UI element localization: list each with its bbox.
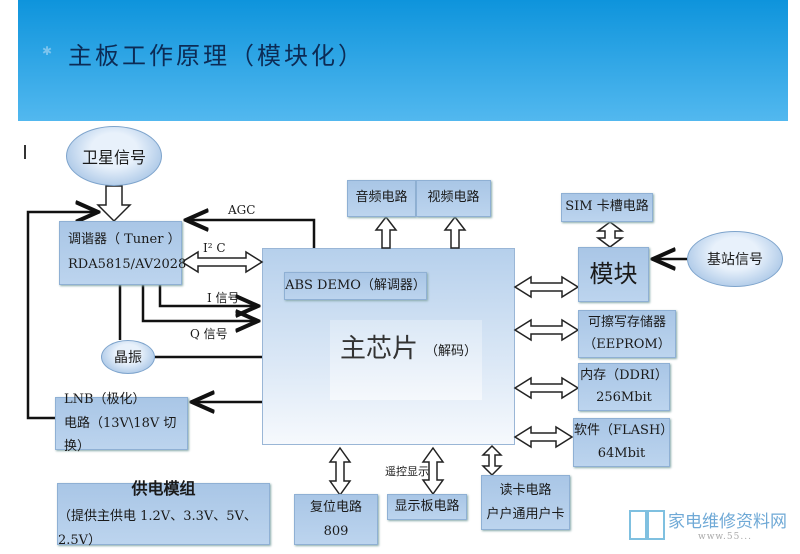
title-bar (18, 0, 788, 121)
lnb-box: LNB（极化） 电路（13V\18V 切换） (55, 392, 188, 454)
base-station-node: 基站信号 (687, 231, 783, 287)
ddr-size: 256Mbit (596, 390, 652, 405)
main-chip-label: 主芯片 (340, 334, 419, 364)
text-cursor (24, 145, 26, 159)
agc-label: AGC (228, 203, 256, 217)
crystal-node: 晶振 (101, 340, 155, 374)
ddr-box: 内存（DDRI） 256Mbit (578, 363, 670, 411)
ddr-label: 内存（DDRI） (580, 367, 668, 383)
sim-slot-box: SIM 卡槽电路 (561, 193, 653, 222)
reset-chip: 809 (323, 523, 349, 539)
main-chip-sublabel: （解码） (425, 344, 478, 359)
flash-box: 软件（FLASH） 64Mbit (573, 418, 674, 467)
power-module-label: 供电模组 (131, 479, 196, 499)
page-title: 主板工作原理（模块化） (68, 42, 365, 70)
audio-circuit-box: 音频电路 (347, 180, 416, 217)
remote-display-label: 遥控显示 (385, 465, 429, 478)
video-circuit-box: 视频电路 (416, 180, 491, 217)
tuner-box: 调谐器（ Tuner ） RDA5815/AV2028 (59, 221, 186, 285)
reset-label: 复位电路 (309, 500, 362, 516)
eeprom-box: 可擦写存储器 （EEPROM） (578, 310, 676, 358)
card-reader-box: 读卡电路 户户通用户卡 (481, 475, 570, 530)
book-logo-icon (629, 510, 665, 540)
flash-size: 64Mbit (597, 445, 646, 461)
display-board-box: 显示板电路 (387, 494, 467, 520)
main-chip-core (330, 320, 482, 400)
reset-circuit-box: 复位电路 809 (294, 494, 378, 545)
watermark-url: www.55... (698, 532, 752, 542)
i2c-label: I² C (203, 241, 226, 255)
power-module-sub: （提供主供电 1.2V、3.3V、5V、2.5V） (58, 508, 257, 549)
demodulator-box: ABS DEMO（解调器） (284, 272, 427, 300)
tuner-model: RDA5815/AV2028 (68, 257, 187, 272)
lnb-sub: 电路（13V\18V 切换） (64, 415, 177, 455)
watermark-text: 家电维修资料网 (668, 512, 787, 532)
bullet-icon: ✱ (42, 44, 53, 58)
i-signal-label: I 信号 (207, 291, 240, 305)
eeprom-label: 可擦写存储器 (587, 314, 666, 330)
flash-label: 软件（FLASH） (574, 423, 674, 439)
tuner-label: 调谐器（ Tuner ） (68, 232, 181, 248)
q-signal-label: Q 信号 (190, 327, 228, 341)
card-reader-label: 读卡电路 (499, 483, 552, 499)
satellite-signal-node: 卫星信号 (66, 126, 162, 186)
card-reader-sub: 户户通用户卡 (486, 506, 565, 522)
eeprom-sub: （EEPROM） (583, 337, 671, 352)
lnb-label: LNB（极化） (64, 392, 146, 408)
power-module-box: 供电模组 （提供主供电 1.2V、3.3V、5V、2.5V） (57, 479, 270, 548)
watermark: 家电维修资料网 www.55... (628, 505, 800, 548)
module-box: 模块 (578, 247, 649, 302)
